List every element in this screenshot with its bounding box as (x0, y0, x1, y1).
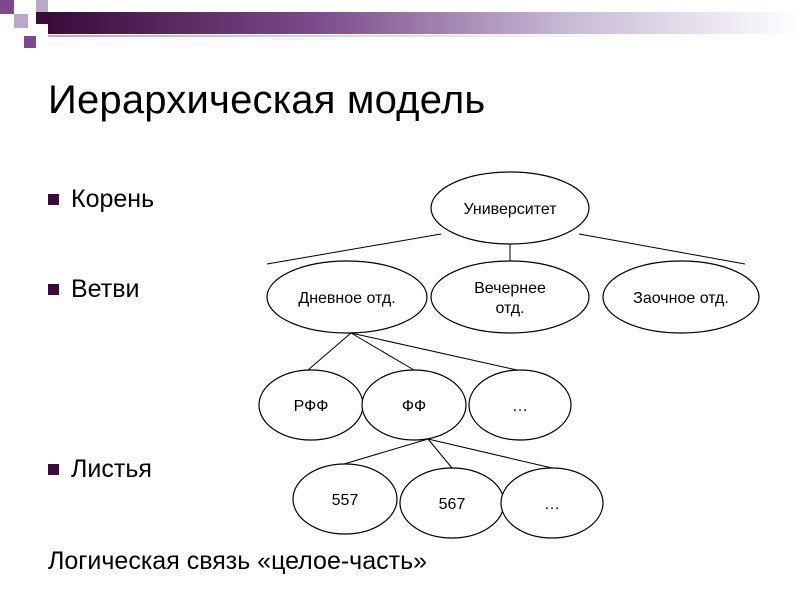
edge-day-rff (307, 332, 352, 371)
edge-root-day (266, 233, 442, 265)
edge-ff-g557 (343, 438, 429, 465)
node-day-label: Дневное отд. (298, 290, 395, 307)
node-root: Университет (430, 171, 590, 245)
edge-root-extramural (578, 233, 746, 265)
node-g567-label: 567 (439, 496, 466, 513)
header-thin-line (48, 35, 800, 37)
bullet-square-icon (48, 283, 59, 295)
node-g557-ellipse (292, 463, 398, 535)
edge-day-ff (350, 332, 415, 371)
node-more2-ellipse (500, 467, 604, 539)
node-day: Дневное отд. (266, 260, 428, 334)
edge-ff-more2 (427, 438, 553, 469)
header-gradient-bar (48, 12, 800, 34)
edge-ff-g567 (427, 438, 453, 469)
bullet-leaves-label: Листья (71, 455, 152, 483)
decor-square-1 (0, 0, 14, 14)
node-ff: ФФ (361, 369, 467, 441)
node-g557: 557 (292, 463, 398, 535)
node-root-label: Университет (463, 201, 557, 218)
node-evening-ellipse (430, 260, 590, 334)
node-evening-label: Вечернее (474, 280, 546, 297)
slide-footer: Логическая связь «целое-часть» (48, 547, 427, 575)
decor-square-2 (14, 14, 28, 28)
slide-title: Иерархическая модель (48, 78, 486, 122)
node-more2-label: … (544, 496, 560, 513)
bullet-branches: Ветви (48, 274, 139, 304)
node-ff-ellipse (361, 369, 467, 441)
node-more1-ellipse (468, 369, 572, 441)
bullet-leaves: Листья (48, 454, 152, 484)
node-extramural-ellipse (602, 260, 760, 334)
node-ff-label: ФФ (402, 398, 426, 415)
node-g567: 567 (399, 467, 505, 539)
node-rff: РФФ (258, 369, 364, 441)
node-evening: Вечернее отд. (430, 260, 590, 334)
node-more1-label: … (512, 398, 528, 415)
decor-square-3 (24, 36, 36, 48)
node-more1: … (468, 369, 572, 441)
node-day-ellipse (266, 260, 428, 334)
bullet-square-icon (48, 463, 59, 475)
bullet-root-label: Корень (71, 185, 155, 213)
node-g557-label: 557 (332, 492, 359, 509)
bullet-root: Корень (48, 184, 154, 214)
node-extramural: Заочное отд. (602, 260, 760, 334)
node-evening-label: отд. (495, 300, 524, 317)
edge-day-more1 (350, 332, 518, 371)
decor-square-4 (36, 0, 48, 12)
node-root-ellipse (430, 171, 590, 245)
bullet-square-icon (48, 193, 59, 205)
bullet-branches-label: Ветви (71, 275, 140, 303)
node-more2: … (500, 467, 604, 539)
node-rff-label: РФФ (294, 398, 329, 415)
node-extramural-label: Заочное отд. (633, 290, 729, 307)
decor-square-5 (36, 12, 48, 24)
